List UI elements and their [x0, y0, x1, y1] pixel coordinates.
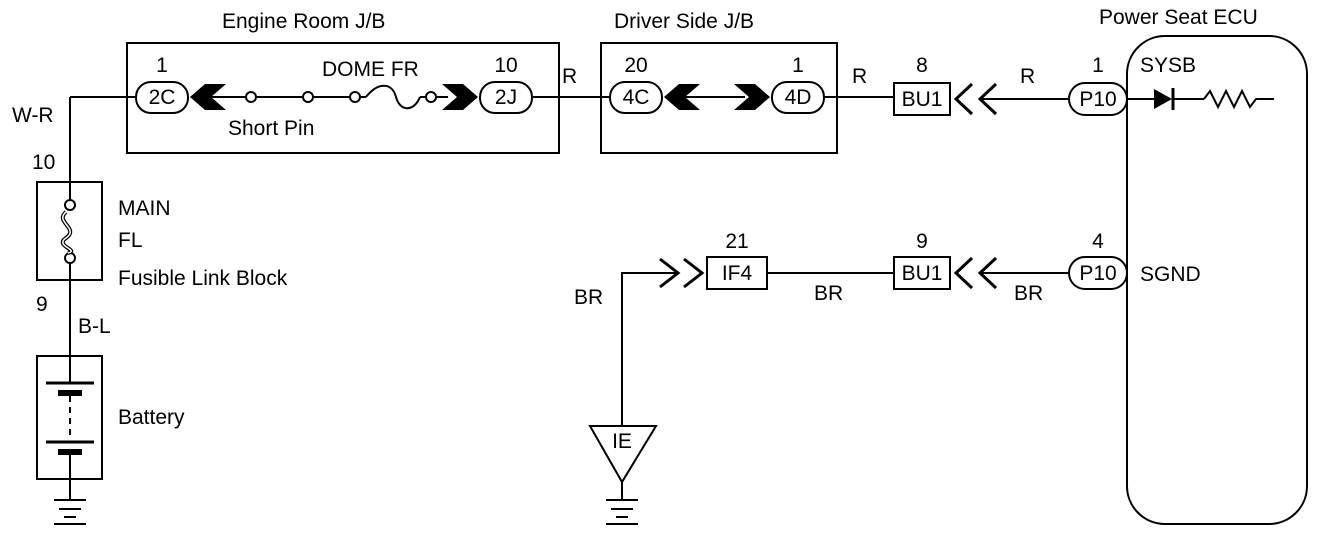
connector-bu1-top — [893, 82, 951, 116]
wire-color-br-1: BR — [1014, 282, 1043, 305]
wire-color-w-r: W-R — [12, 104, 54, 127]
resistor-icon — [1203, 88, 1274, 110]
diode-icon — [1127, 88, 1204, 110]
connector-4c-id: 4C — [623, 86, 650, 109]
connector-bu1-top-id: BU1 — [902, 88, 943, 111]
wire-w-r — [69, 96, 136, 182]
power-seat-ecu-box — [1126, 35, 1308, 525]
connector-jack-icon — [953, 256, 998, 290]
main-label: MAIN — [118, 197, 171, 220]
connector-if4-pin: 21 — [725, 230, 748, 253]
ground-icon — [54, 479, 86, 525]
ground-point-ie-label: IE — [612, 430, 632, 453]
wire-color-br-3: BR — [574, 286, 603, 309]
ground-point-ie — [588, 425, 658, 484]
fusible-link-block-label: Fusible Link Block — [118, 267, 288, 290]
sysb-label: SYSB — [1140, 54, 1196, 77]
short-pin-label: Short Pin — [228, 117, 314, 140]
wire-br-3 — [621, 272, 678, 426]
connector-p10-top-pin: 1 — [1092, 54, 1104, 77]
connector-4c-pin: 20 — [624, 54, 647, 77]
fl-label: FL — [118, 229, 143, 252]
connector-p10-bottom-id: P10 — [1079, 262, 1116, 285]
arrow-left-icon — [664, 84, 700, 110]
wire-color-r-3: R — [1020, 65, 1035, 88]
sgnd-label: SGND — [1140, 263, 1201, 286]
wire-color-b-l: B-L — [78, 315, 111, 338]
wire-color-r-1: R — [562, 65, 577, 88]
connector-if4 — [706, 256, 768, 290]
fusible-link-terminal-bottom — [64, 252, 76, 264]
connector-2j-id: 2J — [495, 86, 517, 109]
fuse-icon — [365, 84, 421, 110]
connector-4d-pin: 1 — [792, 54, 804, 77]
connector-4c — [609, 81, 663, 114]
connector-jack-icon — [953, 82, 998, 116]
wire-color-r-2: R — [852, 65, 867, 88]
connector-2c — [135, 81, 189, 114]
fusible-link-terminal-top — [64, 199, 76, 211]
wire-color-br-2: BR — [814, 282, 843, 305]
connector-bu1-bottom-pin: 9 — [916, 230, 928, 253]
arrow-right-icon — [442, 84, 478, 110]
connector-2c-pin: 1 — [156, 54, 168, 77]
fusible-link-pin-top: 10 — [32, 151, 55, 174]
connector-p10-bottom-pin: 4 — [1092, 230, 1104, 253]
connector-2j-pin: 10 — [494, 54, 517, 77]
connector-if4-id: IF4 — [722, 262, 753, 285]
arrow-right-icon — [734, 84, 770, 110]
battery-symbol — [46, 356, 94, 479]
battery-label: Battery — [118, 406, 185, 429]
power-seat-ecu-title: Power Seat ECU — [1099, 6, 1258, 29]
connector-2c-id: 2C — [149, 86, 176, 109]
dome-fr-fuse-circuit — [190, 84, 478, 110]
engine-room-jb-title: Engine Room J/B — [222, 10, 385, 33]
dome-fr-label: DOME FR — [322, 58, 419, 81]
ground-icon — [606, 482, 638, 525]
connector-4d-id: 4D — [785, 86, 812, 109]
fusible-link-element-inner — [62, 211, 72, 254]
connector-p10-top-id: P10 — [1079, 88, 1116, 111]
driver-side-jb-title: Driver Side J/B — [614, 10, 754, 33]
connector-bu1-bottom-id: BU1 — [902, 262, 943, 285]
arrow-left-icon — [190, 84, 226, 110]
fusible-link-pin-bottom: 9 — [36, 293, 48, 316]
connector-bu1-top-pin: 8 — [916, 54, 928, 77]
